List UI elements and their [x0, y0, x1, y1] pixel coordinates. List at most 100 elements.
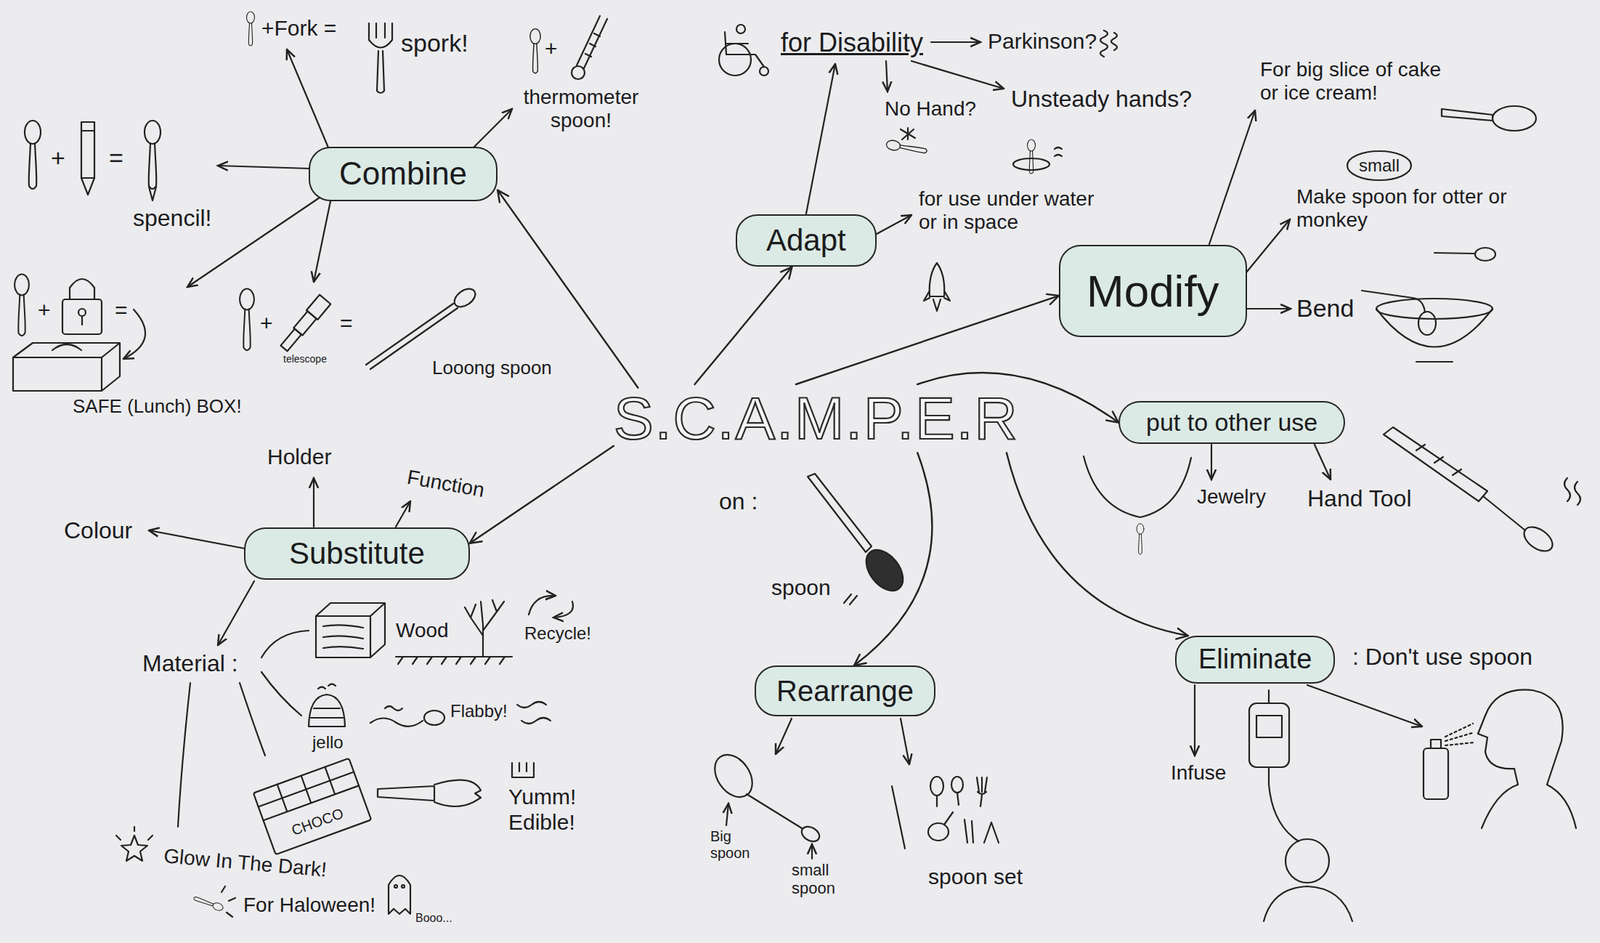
annotation-label: Function [405, 465, 486, 502]
scamper-box: Adapt [735, 214, 877, 267]
annotation-label: Booo... [415, 911, 453, 925]
annotation-label: spencil! [132, 204, 213, 232]
spoon-icon [144, 120, 161, 189]
hand-tool-icon [1416, 444, 1462, 475]
flabby-spoon-icon [424, 710, 445, 725]
thermometer-icon [585, 33, 600, 57]
leader-arrow [148, 530, 245, 549]
lock-icon [62, 278, 102, 335]
connector-line [796, 295, 1059, 385]
leader-arrow [1209, 110, 1256, 245]
spray-person-icon [1477, 689, 1533, 785]
annotation-label: Wood [395, 618, 449, 643]
annotation-label: small [1358, 155, 1400, 176]
annotation-label: = [339, 310, 353, 337]
ghost-icon [401, 884, 405, 888]
bent-spoon-bowl [1418, 311, 1436, 335]
small-spoon-icon [1434, 252, 1475, 254]
adapted-spoon-marks [900, 127, 1062, 170]
leader-arrow [806, 63, 836, 214]
spoon-icon [239, 289, 255, 351]
spoon-set-icon [928, 822, 949, 841]
jello-icon [308, 684, 345, 728]
flabby-spoon-icon [517, 701, 551, 724]
annotation-label: on : [719, 488, 758, 515]
glow-star-icon [116, 826, 153, 840]
leader-arrow [876, 214, 912, 234]
annotation-label: thermometer spoon! [519, 85, 643, 133]
central-spoon-icon [859, 542, 911, 598]
leader-arrow [395, 501, 411, 527]
wheelchair-icon [724, 31, 765, 67]
spoon-set-icon [951, 776, 964, 793]
annotation-label: jello [312, 732, 344, 753]
box-label: Combine [339, 155, 467, 193]
circle-mark [1347, 151, 1412, 181]
lunch-box-icon [13, 342, 120, 391]
arrow-head [1046, 294, 1059, 305]
branch-connector [854, 452, 932, 666]
glow-star-icon [121, 835, 148, 861]
branch-connector [469, 445, 614, 544]
annotation-label: CHOCO [289, 804, 346, 839]
spoon-icon [192, 894, 224, 912]
infusion-icon [1285, 838, 1330, 883]
pencil-icon [81, 122, 157, 201]
annotation-label: = [108, 143, 124, 173]
adapted-spoon-marks [1013, 158, 1050, 170]
annotation-label: spork! [400, 29, 469, 58]
infusion-icon [1256, 715, 1282, 738]
annotation-label: Unsteady hands? [1010, 85, 1192, 113]
spork-icon [368, 23, 393, 93]
pencil-icon [148, 186, 157, 201]
spoon-icon [14, 11, 1144, 912]
spoon-set-icon [944, 811, 953, 825]
wheelchair-icon [759, 66, 769, 76]
infusion-icon [1263, 886, 1353, 921]
spray-person-icon [1430, 739, 1441, 749]
box-label: put to other use [1146, 408, 1318, 437]
double-spoon-icon [707, 747, 761, 804]
leader-arrow [1307, 684, 1423, 727]
spork-icon [368, 23, 393, 93]
leader-arrow [217, 165, 311, 169]
tree-icon [464, 599, 505, 656]
edible-spoon-icon [377, 780, 481, 807]
annotation-label: Jewelry [1196, 485, 1266, 509]
thermometer-icon [576, 15, 608, 69]
lock-icon [78, 308, 86, 316]
material-branch-line [261, 671, 302, 716]
circle-mark [1347, 151, 1412, 181]
scamper-box: Combine [308, 146, 498, 202]
infusion-icon [1268, 766, 1299, 842]
arrow-head [1106, 411, 1119, 423]
wheelchair-icon [719, 24, 769, 76]
arrow-head [469, 532, 483, 544]
bent-spoon-bowl [1376, 308, 1493, 348]
branch-connector [796, 294, 1059, 385]
ghost-icon [388, 875, 411, 914]
necklace-icon [1083, 456, 1192, 518]
connector-line [695, 266, 793, 385]
leader-arrow [286, 49, 329, 148]
spray-person-icon [1532, 689, 1563, 785]
spoon-set-icon [936, 795, 938, 807]
annotation-label: small spoon [791, 860, 843, 898]
annotation-label: for Disability [780, 27, 924, 58]
chocolate-bar-icon [253, 758, 359, 820]
leader-arrow [886, 61, 888, 92]
spoon-set-icon [891, 776, 999, 849]
annotation-label: Material : [142, 650, 239, 677]
annotation-label: +Fork = [261, 15, 337, 42]
leader-arrow [1210, 444, 1213, 480]
adapted-spoon-marks [1054, 147, 1062, 157]
lock-icon [81, 315, 83, 325]
leader-arrow [775, 718, 792, 754]
leader-arrow [313, 201, 331, 282]
leader-arrow [1247, 307, 1291, 310]
annotation-label: SAFE (Lunch) BOX! [72, 395, 242, 418]
annotation-label: + [260, 310, 274, 337]
bent-spoon-bowl [1361, 290, 1493, 362]
material-branch-line [177, 682, 191, 827]
